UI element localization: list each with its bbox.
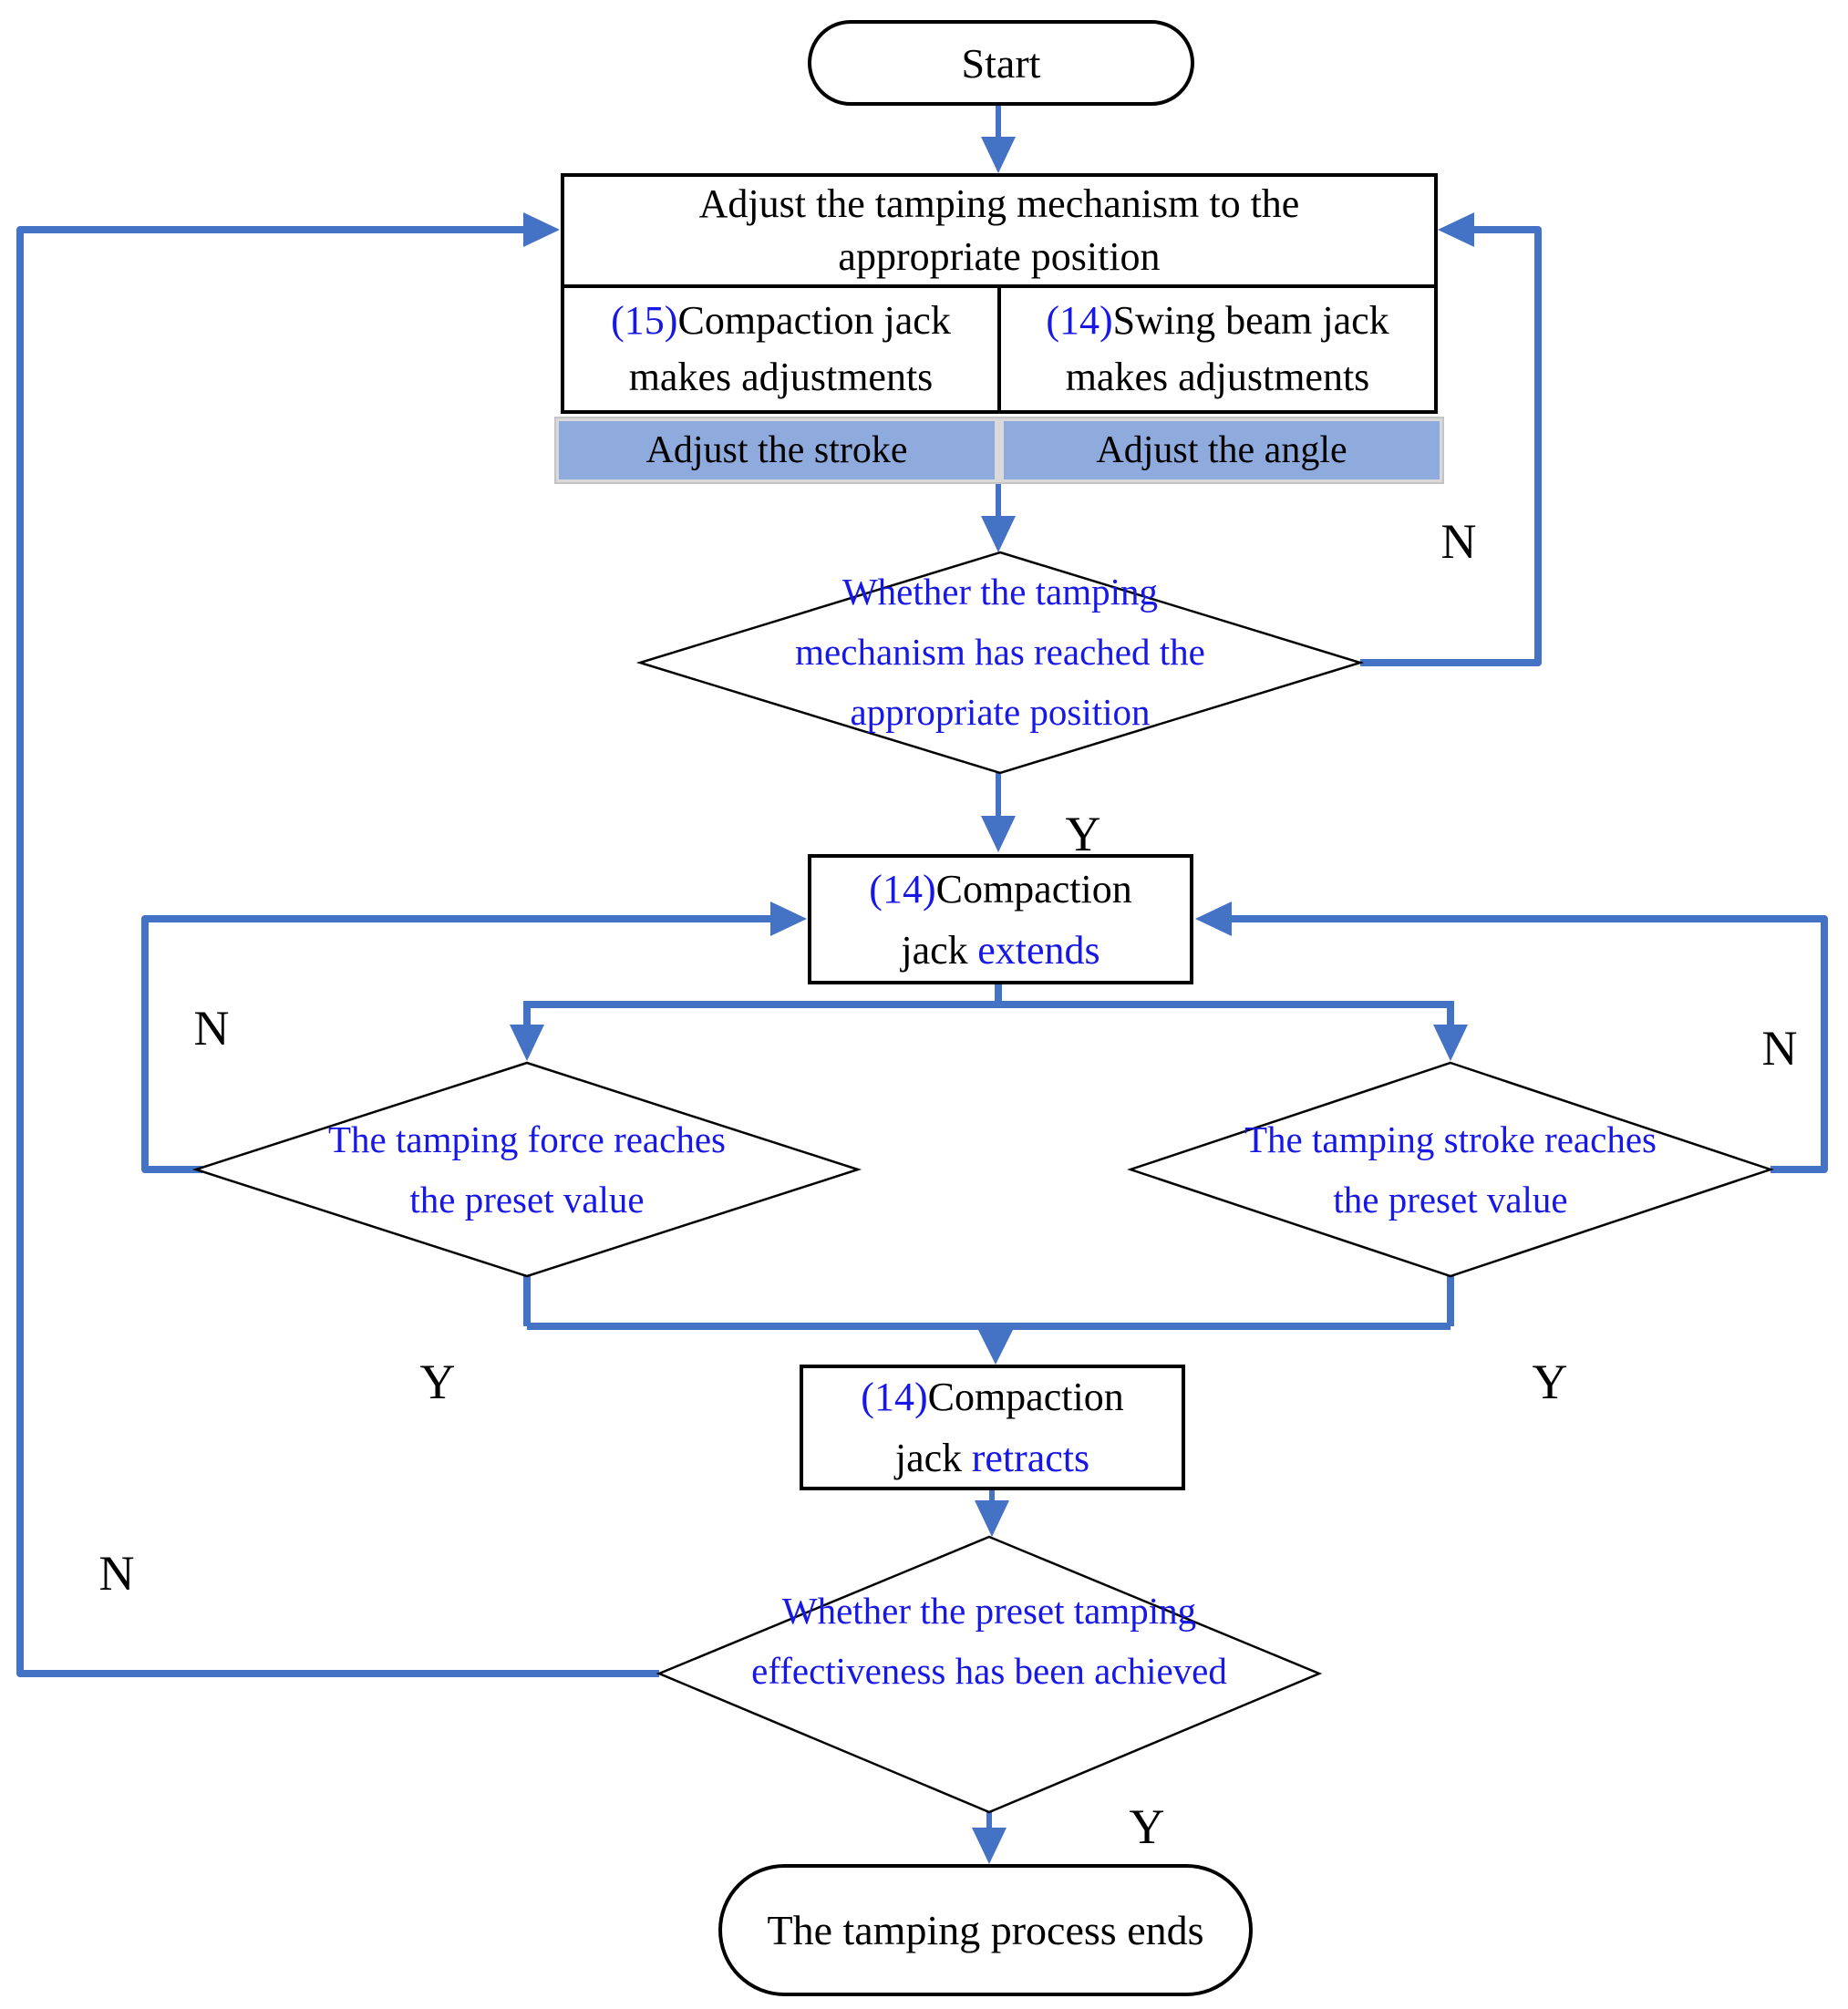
end-node: The tamping process ends — [718, 1864, 1253, 1996]
decision1-line1: Whether the tamping — [841, 571, 1159, 613]
decision-reach-position-shape — [635, 551, 1365, 775]
swing-cell-line2: makes adjustments — [1065, 355, 1370, 399]
adjust-stroke-cell: Adjust the stroke — [559, 421, 995, 479]
edge-label-yes-decision1: Y — [1065, 807, 1101, 861]
decision2-line1: The tamping force reaches — [328, 1118, 726, 1160]
swing-cell-ref: (14) — [1046, 298, 1113, 343]
extends-line1: (14)Compaction — [869, 859, 1131, 920]
swing-beam-jack-cell: (14)Swing beam jack makes adjustments — [1001, 288, 1434, 410]
connector-no-loop-right-top — [1360, 226, 1542, 666]
arrowhead-down-icon — [972, 1828, 1007, 1864]
decision-force-text: The tamping force reaches the preset val… — [253, 1108, 800, 1231]
decision1-line2: mechanism has reached the — [795, 631, 1205, 673]
adjust-position-node: Adjust the tamping mechanism to the appr… — [561, 173, 1438, 414]
connector-extends-split — [523, 984, 1454, 1026]
arrowhead-down-icon — [981, 516, 1016, 552]
compaction-jack-cell: (15)Compaction jack makes adjustments — [564, 288, 1001, 410]
compaction-cell-line2: makes adjustments — [628, 355, 934, 399]
adjust-position-title: Adjust the tamping mechanism to the appr… — [564, 177, 1434, 288]
decision3-line2: the preset value — [1333, 1179, 1568, 1221]
adjust-angle-cell: Adjust the angle — [1004, 421, 1440, 479]
extends-line2-blue: extends — [977, 927, 1100, 973]
extends-line1-text: Compaction — [935, 866, 1132, 912]
arrowhead-right-icon — [770, 901, 807, 936]
connector-no-loop-far-left — [16, 226, 659, 1677]
decision-force-shape — [191, 1061, 862, 1278]
decision1-line3: appropriate position — [850, 691, 1151, 733]
retracts-line1-text: Compaction — [927, 1375, 1124, 1419]
retracts-line2-black: jack — [894, 1436, 963, 1480]
decision-reach-position-text: Whether the tamping mechanism has reache… — [699, 561, 1301, 743]
arrowhead-right-icon — [523, 212, 560, 247]
edge-label-yes-stroke: Y — [1532, 1355, 1568, 1409]
compaction-cell-text: Compaction jack — [677, 298, 951, 343]
edge-label-no-top-right: N — [1440, 514, 1477, 569]
edge-label-yes-effectiveness: Y — [1129, 1799, 1165, 1854]
arrowhead-left-icon — [1195, 901, 1232, 936]
arrowhead-down-icon — [975, 1500, 1009, 1537]
edge-label-no-effectiveness: N — [98, 1546, 135, 1601]
connector-yes-merge — [523, 1276, 1454, 1332]
swing-cell-text: Swing beam jack — [1112, 298, 1389, 343]
swing-cell-line1: (14)Swing beam jack — [1046, 293, 1389, 349]
arrowhead-left-icon — [1438, 212, 1474, 247]
connector-no-loop-stroke — [1229, 915, 1828, 1173]
edge-label-no-force: N — [193, 1001, 230, 1056]
connector-no-loop-force — [141, 915, 773, 1173]
start-node: Start — [808, 20, 1194, 106]
decision-stroke-shape — [1127, 1061, 1774, 1278]
decision4-line2: effectiveness has been achieved — [751, 1650, 1227, 1692]
decision2-line2: the preset value — [409, 1179, 645, 1221]
compaction-cell-line1: (15)Compaction jack — [611, 293, 951, 349]
decision4-line1: Whether the preset tamping — [781, 1590, 1197, 1632]
retracts-line1: (14)Compaction — [861, 1366, 1123, 1427]
arrowhead-down-icon — [978, 1330, 1013, 1365]
extends-ref: (14) — [869, 866, 936, 912]
start-label: Start — [961, 39, 1041, 87]
retracts-line2-blue: retracts — [971, 1436, 1090, 1480]
arrowhead-down-icon — [981, 816, 1016, 852]
adjust-shaded-row: Adjust the stroke Adjust the angle — [554, 417, 1444, 484]
decision-effectiveness-text: Whether the preset tamping effectiveness… — [679, 1579, 1299, 1703]
adjust-title-line1: Adjust the tamping mechanism to the — [698, 181, 1300, 226]
arrowhead-down-icon — [510, 1025, 544, 1061]
end-label: The tamping process ends — [767, 1907, 1204, 1953]
retracts-ref: (14) — [861, 1375, 928, 1419]
extends-line2-black: jack — [901, 927, 968, 973]
arrowhead-down-icon — [981, 137, 1016, 173]
edge-label-yes-force: Y — [419, 1355, 456, 1409]
adjust-title-line2: appropriate position — [838, 234, 1161, 279]
decision-stroke-text: The tamping stroke reaches the preset va… — [1177, 1108, 1724, 1231]
edge-label-no-stroke: N — [1761, 1021, 1798, 1076]
decision3-line1: The tamping stroke reaches — [1244, 1118, 1657, 1160]
arrowhead-down-icon — [1433, 1025, 1468, 1061]
decision-effectiveness-shape — [656, 1535, 1323, 1814]
adjust-position-cells: (15)Compaction jack makes adjustments (1… — [564, 288, 1434, 410]
compaction-cell-ref: (15) — [611, 298, 678, 343]
